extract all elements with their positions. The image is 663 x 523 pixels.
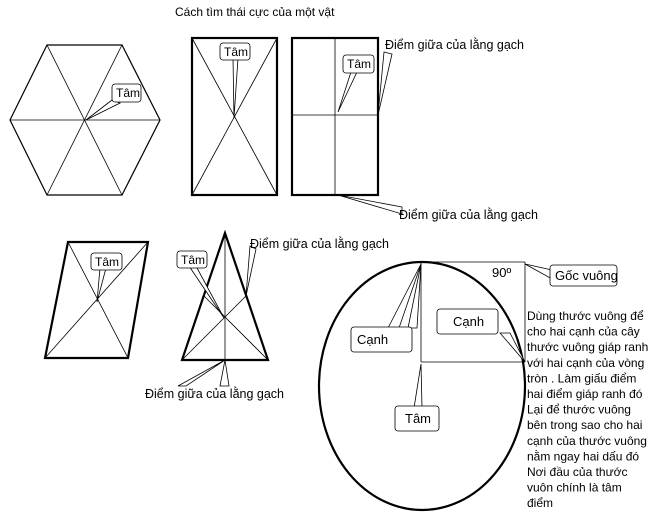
callout-pointer [219, 359, 230, 387]
callout-pointer [499, 332, 526, 363]
instruction-line: với hai cạnh của vòng [527, 356, 644, 370]
callout-pointer [407, 263, 422, 329]
callout-pointer [413, 363, 423, 409]
callout-box [111, 83, 142, 103]
instruction-line: điểm [527, 496, 553, 510]
right-angle-degree-label: 90º [492, 265, 511, 280]
right-angle-label: Gốc vuông [555, 268, 618, 283]
bottom-midpoint-callout: Điểm giữa của lằng gạch [337, 194, 538, 222]
triangle-side-midpoint-callout: Điểm giữa của lằng gạch [245, 236, 389, 297]
callout-box [219, 42, 251, 61]
callout-box [549, 264, 618, 287]
diagram-title: Cách tìm thái cực của một vật [175, 5, 335, 19]
triangle-base-midpoint-label: Điểm giữa của lằng gạch [145, 386, 284, 401]
parallelogram-diagonal-2 [44, 241, 149, 359]
hexagon-figure [9, 44, 161, 196]
circle-outline [317, 260, 527, 512]
rectangle-midline-figure [290, 36, 380, 197]
callout-pointer [232, 57, 239, 119]
callout-pointer [96, 267, 107, 303]
callout-pointer [188, 265, 225, 319]
edge-left-label: Cạnh [357, 332, 388, 347]
circle-center-label: Tâm [405, 411, 431, 426]
right-angle-callout: Gốc vuông [524, 263, 618, 287]
parallelogram-figure [43, 240, 150, 360]
callout-box [90, 252, 123, 271]
callout-pointer [85, 99, 121, 121]
edge-right-label: Cạnh [453, 314, 484, 329]
circle-center-callout: Tâm [394, 363, 440, 432]
triangle-center-callout: Tâm [176, 250, 225, 319]
edge-left-callout: Cạnh [350, 263, 422, 353]
rectangle-center-label: Tâm [224, 45, 248, 59]
circle-figure [317, 260, 527, 512]
callout-pointer [524, 263, 553, 280]
callout-pointer [177, 359, 226, 387]
instruction-line: cho hai cạnh của cây [527, 325, 640, 339]
triangle-center-label: Tâm [181, 253, 205, 267]
instruction-line: Dùng thước vuông để [527, 309, 644, 323]
callout-box [176, 250, 208, 269]
triangle-base-midpoint-callout: Điểm giữa của lằng gạch [145, 359, 284, 401]
instruction-line: Nơi đầu của thước [527, 465, 627, 479]
instruction-line: vuôn chính là tâm [527, 481, 622, 495]
triangle-side-midpoint-label: Điểm giữa của lằng gạch [250, 236, 389, 251]
instruction-line: hai điểm giáp ranh đó [527, 387, 643, 401]
callout-pointer [337, 194, 403, 215]
hexagon-center-callout: Tâm [85, 83, 142, 121]
parallelogram-center-callout: Tâm [90, 252, 123, 303]
instruction-line: bên trong sao cho hai [527, 418, 642, 432]
callout-pointer [337, 71, 358, 113]
callout-pointer [377, 51, 393, 116]
callout-pointer [245, 245, 257, 297]
parallelogram-center-label: Tâm [95, 255, 119, 269]
midline-center-label: Tâm [347, 57, 371, 71]
instruction-line: Lại để thước vuông [527, 403, 631, 417]
callout-box [342, 54, 375, 74]
triangle-median-2 [181, 295, 247, 361]
top-midpoint-callout: Điểm giữa của lằng gạch [377, 37, 524, 116]
top-midpoint-label: Điểm giữa của lằng gạch [385, 37, 524, 52]
callout-box [394, 405, 440, 432]
instruction-line: thước vuông giáp ranh [527, 340, 648, 354]
callout-box [436, 308, 499, 335]
parallelogram-diagonal-1 [67, 241, 129, 359]
instruction-line: nằm ngay hai dấu đó [527, 448, 639, 463]
bottom-midpoint-label: Điểm giữa của lằng gạch [399, 207, 538, 222]
rectangle-center-callout: Tâm [219, 42, 251, 119]
instruction-line: cạnh của thước vuông [527, 434, 647, 448]
triangle-median-3 [203, 295, 269, 361]
edge-right-callout: Cạnh [436, 308, 526, 363]
hexagon-center-label: Tâm [116, 86, 140, 100]
callout-box [350, 326, 413, 353]
midline-center-callout: Tâm [337, 54, 375, 113]
rectangle-outline [190, 36, 279, 197]
instruction-line: tròn . Làm giấu điểm [527, 371, 636, 385]
